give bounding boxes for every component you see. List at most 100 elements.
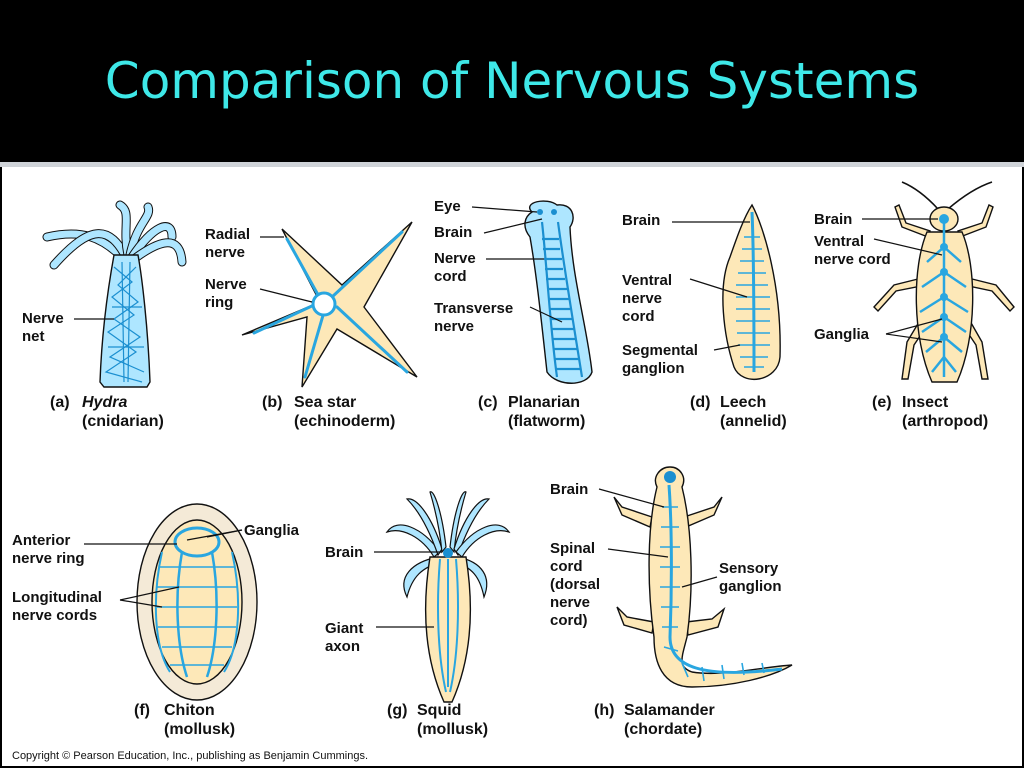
insect-label-brain: Brain xyxy=(814,211,852,228)
salamander-label-ganglion: ganglion xyxy=(719,578,782,595)
salamander-label-sensory: Sensory xyxy=(719,560,779,577)
salamander-label-brain: Brain xyxy=(550,481,588,498)
squid-arms xyxy=(385,491,511,600)
salamander-panel: Brain Spinal cord (dorsal nerve cord) Se… xyxy=(550,466,793,738)
planarian-nerves xyxy=(540,221,584,378)
salamander-label-cord-close: cord) xyxy=(550,612,588,629)
slide-title: Comparison of Nervous Systems xyxy=(104,52,920,110)
insect-antennae xyxy=(901,181,993,210)
salamander-label-nerve: nerve xyxy=(550,594,590,611)
leech-nerve-cord xyxy=(750,211,756,373)
squid-caption-group: (mollusk) xyxy=(417,721,488,738)
chiton-caption-group: (mollusk) xyxy=(164,721,235,738)
insect-label-nerve-cord: nerve cord xyxy=(814,251,891,268)
seastar-label-ring: ring xyxy=(205,294,233,311)
hydra-caption-name: Hydra xyxy=(82,394,127,411)
leech-label-cord: cord xyxy=(622,308,655,325)
title-bar: Comparison of Nervous Systems xyxy=(0,0,1024,162)
leech-label-ventral: Ventral xyxy=(622,272,672,289)
planarian-transverse-leader xyxy=(529,306,563,323)
hydra-caption-group: (cnidarian) xyxy=(82,413,164,430)
insect-panel: Brain Ventral nerve cord Ganglia (e) Ins… xyxy=(814,181,1015,430)
planarian-eye-left xyxy=(537,209,543,215)
squid-panel: Brain Giant axon (g) Squid (mollusk) xyxy=(325,491,511,738)
planarian-label-eye: Eye xyxy=(434,198,461,215)
planarian-panel: Eye Brain Nerve cord Transverse nerve (c… xyxy=(434,198,593,430)
squid-nerves xyxy=(437,558,459,693)
seastar-label-nerve1: nerve xyxy=(205,244,245,261)
insect-label-ventral: Ventral xyxy=(814,233,864,250)
planarian-eye-leader xyxy=(471,206,538,213)
hydra-label-nerve: Nerve xyxy=(22,310,64,327)
insect-caption-group: (arthropod) xyxy=(902,413,988,430)
squid-label-giant: Giant xyxy=(325,620,363,637)
leech-caption-group: (annelid) xyxy=(720,413,787,430)
salamander-brain xyxy=(664,471,676,483)
chiton-panel: Anterior nerve ring Ganglia Longitudinal… xyxy=(12,503,300,738)
leech-panel: Brain Ventral nerve cord Segmental gangl… xyxy=(622,203,787,430)
seastar-caption-letter: (b) xyxy=(262,394,282,411)
seastar-label-radial: Radial xyxy=(205,226,250,243)
leech-caption-letter: (d) xyxy=(690,394,710,411)
insect-ganglia-leader-2 xyxy=(885,318,943,335)
chiton-ganglia-leader-2 xyxy=(186,529,243,541)
insect-caption-name: Insect xyxy=(902,394,949,411)
planarian-label-transverse: Transverse xyxy=(434,300,513,317)
leech-label-segmental: Segmental xyxy=(622,342,698,359)
seastar-nerves xyxy=(252,230,409,379)
salamander-spinal-leader xyxy=(607,548,669,558)
leech-label-ganglion: ganglion xyxy=(622,360,685,377)
planarian-brain-leader xyxy=(483,218,543,234)
salamander-label-cord: cord xyxy=(550,558,583,575)
chiton-long-leader-2 xyxy=(119,599,163,608)
insect-caption-letter: (e) xyxy=(872,394,892,411)
salamander-sensory-leader xyxy=(681,576,718,588)
hydra-drawing xyxy=(42,200,187,388)
squid-label-axon: axon xyxy=(325,638,360,655)
planarian-caption-letter: (c) xyxy=(478,394,498,411)
salamander-label-spinal: Spinal xyxy=(550,540,595,557)
planarian-caption-name: Planarian xyxy=(508,394,580,411)
chiton-long-leader-1 xyxy=(119,586,180,601)
insect-ventral-leader xyxy=(873,238,943,256)
salamander-caption-group: (chordate) xyxy=(624,721,702,738)
insect-label-ganglia: Ganglia xyxy=(814,326,870,343)
copyright-notice: Copyright © Pearson Education, Inc., pub… xyxy=(12,750,368,762)
planarian-caption-group: (flatworm) xyxy=(508,413,585,430)
leech-label-nerve: nerve xyxy=(622,290,662,307)
salamander-caption-letter: (h) xyxy=(594,702,614,719)
planarian-label-cord: cord xyxy=(434,268,467,285)
insect-ganglia-leader-1 xyxy=(885,333,943,343)
figure-canvas: Nerve net (a) Hydra (cnidarian) xyxy=(12,181,1015,762)
seastar-caption-name: Sea star xyxy=(294,394,356,411)
planarian-eye-right xyxy=(551,209,557,215)
leech-segmental-leader xyxy=(713,344,741,351)
planarian-label-brain: Brain xyxy=(434,224,472,241)
salamander-brain-leader xyxy=(598,488,665,508)
chiton-foot xyxy=(151,519,243,685)
title-separator xyxy=(0,162,1024,167)
seastar-caption-group: (echinoderm) xyxy=(294,413,395,430)
planarian-label-transverse-nerve: nerve xyxy=(434,318,474,335)
leech-ganglia xyxy=(736,236,770,368)
chiton-caption-letter: (f) xyxy=(134,702,150,719)
leech-caption-name: Leech xyxy=(720,394,766,411)
planarian-label-nerve: Nerve xyxy=(434,250,476,267)
chiton-label-nerve-ring: nerve ring xyxy=(12,550,85,567)
salamander-limbs xyxy=(613,496,726,636)
seastar-nerve-ring xyxy=(311,291,337,317)
salamander-spinal-cord xyxy=(660,484,783,682)
nervous-systems-figure: Nerve net (a) Hydra (cnidarian) xyxy=(2,167,1022,766)
chiton-label-nerve-cords: nerve cords xyxy=(12,607,97,624)
leech-body xyxy=(722,203,781,381)
chiton-caption-name: Chiton xyxy=(164,702,215,719)
leech-label-brain: Brain xyxy=(622,212,660,229)
squid-label-brain: Brain xyxy=(325,544,363,561)
squid-brain xyxy=(443,548,453,558)
salamander-label-dorsal: (dorsal xyxy=(550,576,600,593)
hydra-caption-letter: (a) xyxy=(50,394,70,411)
chiton-label-anterior: Anterior xyxy=(12,532,71,549)
seastar-panel: Radial nerve Nerve ring (b) Sea star (ec… xyxy=(205,221,418,430)
squid-caption-letter: (g) xyxy=(387,702,407,719)
